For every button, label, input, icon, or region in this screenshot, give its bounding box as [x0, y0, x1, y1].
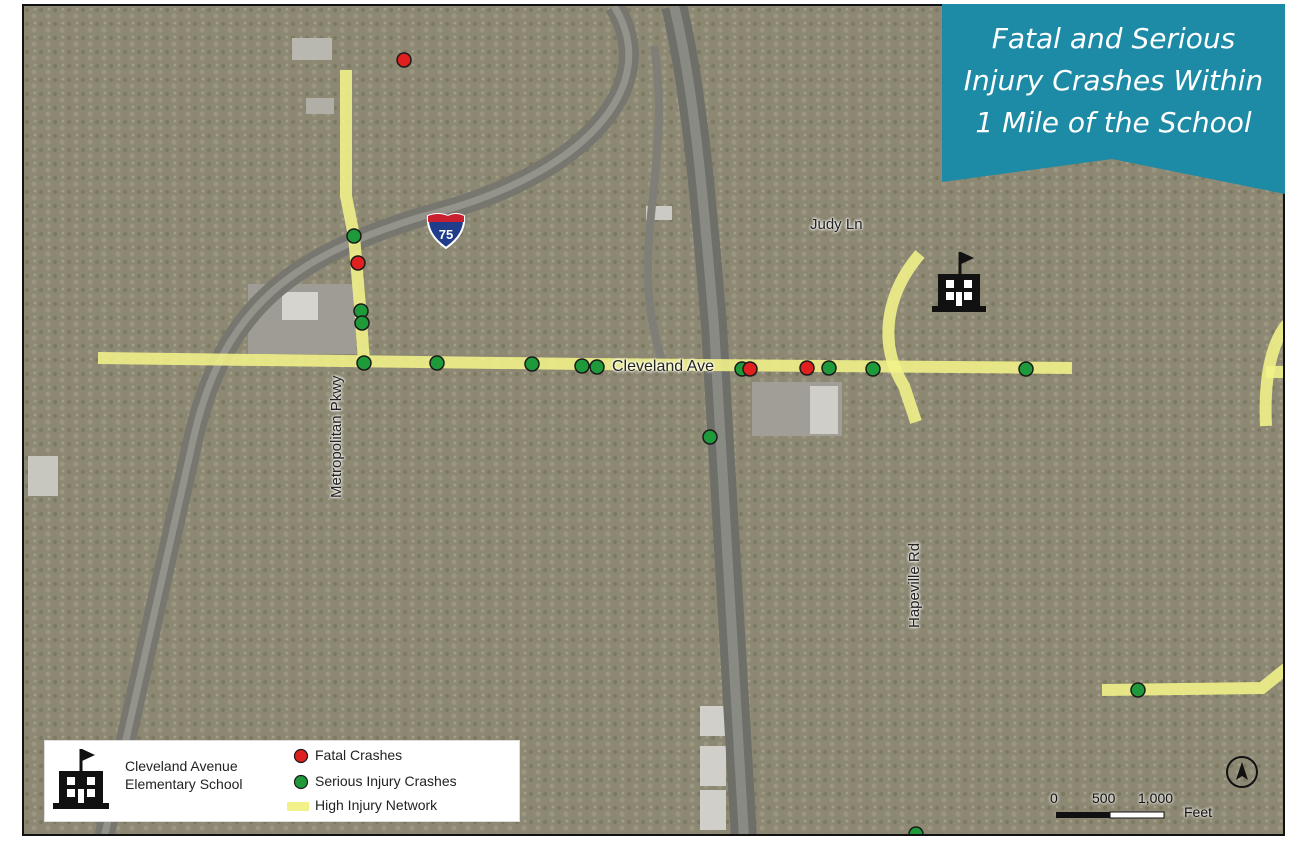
building — [292, 38, 332, 60]
map-title-box: Fatal and Serious Injury Crashes Within … — [942, 4, 1285, 194]
shield-top — [428, 214, 464, 222]
serious-crash-point[interactable] — [346, 228, 362, 244]
serious-crash-point[interactable] — [865, 361, 881, 377]
serious-crash-point[interactable] — [908, 826, 924, 836]
serious-crash-point[interactable] — [702, 429, 718, 445]
road-label-cleveland-ave: Cleveland Ave — [612, 358, 714, 375]
building — [700, 790, 726, 830]
scale-bar-segment — [1109, 811, 1165, 819]
serious-crash-point[interactable] — [589, 359, 605, 375]
building — [28, 456, 58, 496]
hin-hapeville-north — [882, 250, 925, 424]
serious-crash-point[interactable] — [524, 356, 540, 372]
serious-crash-point[interactable] — [821, 360, 837, 376]
fatal-symbol-icon — [293, 748, 309, 764]
window — [946, 292, 954, 300]
school-base — [932, 306, 986, 312]
fatal-crash-point[interactable] — [396, 52, 412, 68]
map-title-line-2: Injury Crashes Within — [963, 64, 1264, 97]
scale-unit: Feet — [1184, 804, 1213, 820]
door — [78, 789, 84, 803]
map-title-line-1: Fatal and Serious — [991, 22, 1236, 55]
map-legend: Cleveland Avenue Elementary School Fatal… — [44, 740, 520, 822]
serious-crash-point[interactable] — [1130, 682, 1146, 698]
serious-crash-point[interactable] — [356, 355, 372, 371]
serious-crash-point[interactable] — [1018, 361, 1034, 377]
road-label-hapeville-rd: Hapeville Rd — [906, 542, 923, 628]
window — [87, 777, 95, 785]
map-title-line-3: 1 Mile of the School — [975, 106, 1252, 139]
building — [282, 292, 318, 320]
road-label-judy-ln: Judy Ln — [810, 216, 863, 233]
building — [700, 746, 726, 786]
legend-item-network: High Injury Network — [287, 797, 438, 813]
fatal-crash-point[interactable] — [350, 255, 366, 271]
school-base — [53, 803, 109, 809]
legend-school-icon — [53, 749, 109, 809]
flag — [961, 252, 974, 264]
fatal-crash-point[interactable] — [799, 360, 815, 376]
school-building-icon — [932, 252, 986, 312]
window — [87, 789, 95, 797]
building — [810, 386, 838, 434]
interstate-shield-icon: 75 — [426, 213, 466, 250]
road-label-metropolitan-pkwy: Metropolitan Pkwy — [328, 375, 345, 498]
legend-school-label: Cleveland Avenue Elementary School — [125, 758, 243, 792]
legend-serious-label: Serious Injury Crashes — [315, 773, 457, 789]
scale-label-500: 500 — [1092, 790, 1116, 806]
serious-symbol-icon — [293, 774, 309, 790]
north-arrow-icon — [1226, 756, 1258, 788]
building — [700, 706, 726, 736]
north-arrow-head — [1236, 762, 1248, 780]
window — [964, 292, 972, 300]
scale-label-0: 0 — [1050, 790, 1058, 806]
map-title: Fatal and Serious Injury Crashes Within … — [942, 18, 1285, 144]
serious-crash-point[interactable] — [354, 315, 370, 331]
crash-points — [346, 52, 1146, 836]
title-banner — [942, 4, 1285, 194]
title-banner-shape — [942, 4, 1285, 194]
scale-bar-segment — [1056, 812, 1110, 818]
serious-crash-point[interactable] — [429, 355, 445, 371]
scale-bar-labels: 0 500 1,000 Feet — [1034, 790, 1212, 830]
hin-southeast — [1101, 663, 1283, 696]
serious-crash-point[interactable] — [574, 358, 590, 374]
interstate-75-ramp-lanes — [101, 6, 633, 834]
north-arrow-ring — [1226, 756, 1258, 788]
legend-network-label: High Injury Network — [315, 797, 438, 813]
shield-number: 75 — [439, 227, 453, 242]
legend-fatal-label: Fatal Crashes — [315, 747, 403, 763]
interstate-75-connector — [643, 45, 668, 368]
network-symbol-icon — [287, 802, 309, 811]
window — [946, 280, 954, 288]
legend-item-serious: Serious Injury Crashes — [293, 773, 457, 790]
legend-item-fatal: Fatal Crashes — [293, 747, 403, 764]
fatal-crash-point[interactable] — [742, 361, 758, 377]
window — [67, 777, 75, 785]
window — [964, 280, 972, 288]
flag — [82, 749, 95, 761]
door — [956, 292, 962, 306]
scale-bar — [1056, 811, 1165, 819]
scale-label-1000: 1,000 — [1138, 790, 1174, 806]
window — [67, 789, 75, 797]
building — [306, 98, 334, 114]
interstate-75-south-lanes — [669, 6, 749, 834]
